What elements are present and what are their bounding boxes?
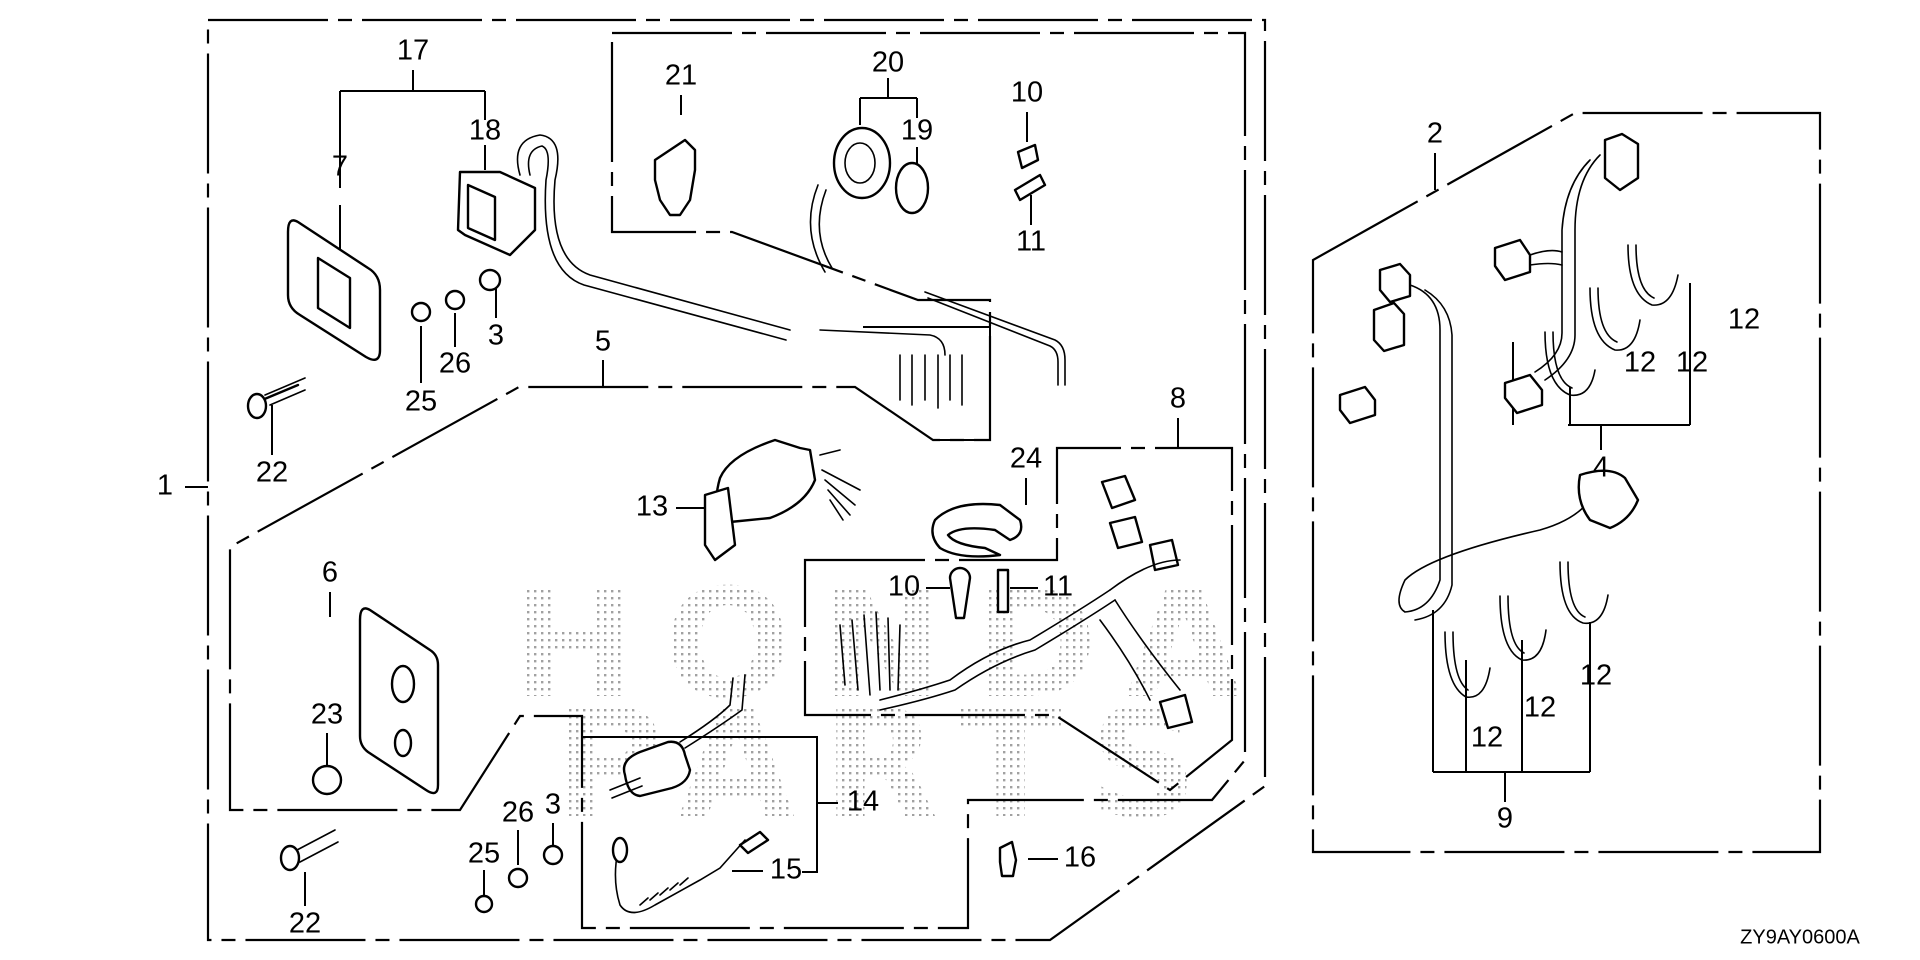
buzzer-20-icon xyxy=(809,126,892,273)
frames xyxy=(206,18,1822,942)
callout-12-b[interactable]: 12 xyxy=(1676,347,1708,379)
leader-lines xyxy=(185,70,1691,906)
key-switch-13-icon xyxy=(703,438,861,562)
wire-band-24-icon xyxy=(931,502,1023,558)
clip-16-icon xyxy=(998,840,1018,878)
callout-12-f[interactable]: 12 xyxy=(1580,660,1612,692)
switch-panel-7-icon xyxy=(286,219,382,361)
frame-group-1 xyxy=(206,18,1267,942)
callout-13[interactable]: 13 xyxy=(636,491,668,523)
callout-12-e[interactable]: 12 xyxy=(1524,692,1556,724)
wire-lead-icon xyxy=(924,291,1066,386)
callout-5[interactable]: 5 xyxy=(595,326,611,358)
callout-1[interactable]: 1 xyxy=(157,470,173,502)
collar-11-icon xyxy=(1013,173,1047,202)
callout-22[interactable]: 22 xyxy=(256,457,288,489)
washer-26-icon xyxy=(444,289,466,311)
lanyard-15-icon xyxy=(611,830,770,914)
callout-labels: 1 2 3 3 4 5 6 7 8 9 10 10 11 11 12 12 12… xyxy=(157,35,1760,940)
buzzer-cover-19-icon xyxy=(894,161,930,215)
callout-15[interactable]: 15 xyxy=(770,854,802,886)
screw-10-icon xyxy=(1016,143,1040,170)
callout-24[interactable]: 24 xyxy=(1010,443,1042,475)
connector-bundle-icon xyxy=(819,329,963,409)
callout-10-lower[interactable]: 10 xyxy=(888,571,920,603)
frame-wire-harness-2 xyxy=(1311,111,1822,854)
frame-key-switch-wiring xyxy=(863,326,991,441)
callout-8[interactable]: 8 xyxy=(1170,383,1186,415)
callout-20[interactable]: 20 xyxy=(872,47,904,79)
callout-11[interactable]: 11 xyxy=(1016,226,1046,258)
callout-19[interactable]: 19 xyxy=(901,115,933,147)
nut-3-icon xyxy=(478,268,502,292)
switch-plate-6-icon xyxy=(358,607,440,795)
callout-25[interactable]: 25 xyxy=(405,386,437,418)
screw-22-icon xyxy=(246,377,306,420)
callout-16[interactable]: 16 xyxy=(1064,842,1096,874)
wire-harness-2-icon xyxy=(1338,132,1640,621)
figure-code: ZY9AY0600A xyxy=(1740,926,1860,948)
callout-3[interactable]: 3 xyxy=(488,320,504,352)
screw-22b-icon xyxy=(279,829,339,872)
callout-26-lower[interactable]: 26 xyxy=(502,797,534,829)
washer-25-icon xyxy=(410,301,432,323)
callout-3-lower[interactable]: 3 xyxy=(545,789,561,821)
nut-3b-icon xyxy=(542,844,564,866)
screw-10b-icon xyxy=(948,566,972,620)
callout-10[interactable]: 10 xyxy=(1011,77,1043,109)
trim-switch-18-icon xyxy=(456,134,791,341)
callout-6[interactable]: 6 xyxy=(322,557,338,589)
callout-12-c[interactable]: 12 xyxy=(1728,304,1760,336)
callout-11-lower[interactable]: 11 xyxy=(1043,571,1073,603)
frame-buzzer-group xyxy=(228,31,1247,930)
buzzer-bracket-21-icon xyxy=(653,138,697,217)
emergency-switch-14-icon xyxy=(609,674,746,799)
callout-22-lower[interactable]: 22 xyxy=(289,908,321,940)
callout-14[interactable]: 14 xyxy=(847,786,879,818)
washer-26b-icon xyxy=(507,867,529,889)
callout-26[interactable]: 26 xyxy=(439,348,471,380)
watermark: HONDA PARTS xyxy=(510,558,1269,852)
callout-4[interactable]: 4 xyxy=(1593,452,1609,484)
callout-23[interactable]: 23 xyxy=(311,699,343,731)
sub-harness-8-icon xyxy=(839,474,1194,730)
part-drawings xyxy=(246,126,1679,914)
washer-25b-icon xyxy=(474,894,494,914)
callout-7[interactable]: 7 xyxy=(332,151,348,183)
callout-12-d[interactable]: 12 xyxy=(1471,722,1503,754)
collar-11b-icon xyxy=(996,568,1010,614)
frame-sub-harness-8 xyxy=(803,446,1234,792)
callout-9[interactable]: 9 xyxy=(1497,803,1513,835)
callout-18[interactable]: 18 xyxy=(469,115,501,147)
callout-12-a[interactable]: 12 xyxy=(1624,347,1656,379)
callout-21[interactable]: 21 xyxy=(665,60,697,92)
wire-clip-12-icons xyxy=(1444,244,1679,699)
callout-2[interactable]: 2 xyxy=(1427,118,1443,150)
callout-25-lower[interactable]: 25 xyxy=(468,838,500,870)
nut-23-icon xyxy=(311,764,343,796)
watermark-line-1: HONDA xyxy=(510,558,1269,732)
callout-17[interactable]: 17 xyxy=(397,35,429,67)
